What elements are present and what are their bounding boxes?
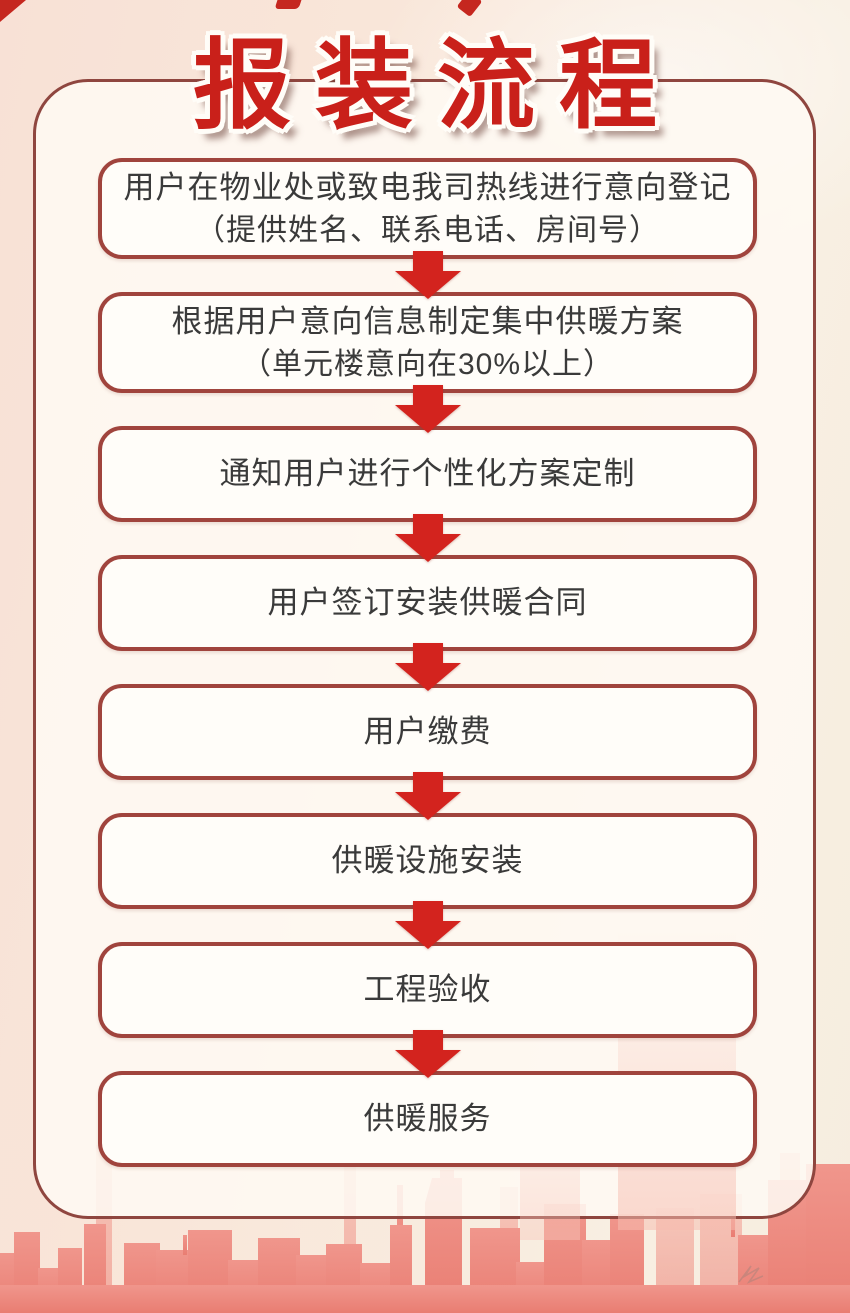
step-box: 供暖设施安装 <box>98 813 757 909</box>
arrow-down-icon <box>394 514 461 562</box>
step-box: 用户缴费 <box>98 684 757 780</box>
step-text: 用户在物业处或致电我司热线进行意向登记 <box>123 169 732 205</box>
arrow-down-icon <box>394 385 461 433</box>
arrow-down-icon <box>394 251 461 299</box>
flow-arrow-gap <box>98 251 757 299</box>
step-subtext: （提供姓名、联系电话、房间号） <box>195 213 660 247</box>
arrow-down-icon <box>394 1030 461 1078</box>
flow-arrow-gap <box>98 772 757 820</box>
step-text: 供暖设施安装 <box>331 843 524 878</box>
step-subtext: （单元楼意向在30%以上） <box>240 347 615 381</box>
arrow-down-icon <box>394 901 461 949</box>
flow-arrow-gap <box>98 901 757 949</box>
watermark-scribble <box>738 1265 764 1284</box>
flow-arrow-gap <box>98 1030 757 1078</box>
step-box: 用户签订安装供暖合同 <box>98 555 757 651</box>
step-box: 通知用户进行个性化方案定制 <box>98 426 757 522</box>
flow-arrow-gap <box>98 643 757 691</box>
step-text: 用户缴费 <box>363 714 492 749</box>
arrow-down-icon <box>394 643 461 691</box>
flow-arrow-gap <box>98 385 757 433</box>
flow-arrow-gap <box>98 514 757 562</box>
flow: 用户在物业处或致电我司热线进行意向登记 （提供姓名、联系电话、房间号） 根据用户… <box>98 158 757 1167</box>
page-title: 报装流程 <box>192 30 681 140</box>
step-text: 用户签订安装供暖合同 <box>267 585 588 620</box>
step-text: 工程验收 <box>363 972 492 1007</box>
step-text: 供暖服务 <box>363 1101 492 1136</box>
step-box: 根据用户意向信息制定集中供暖方案 （单元楼意向在30%以上） <box>98 292 757 393</box>
arrow-down-icon <box>394 772 461 820</box>
step-box: 工程验收 <box>98 942 757 1038</box>
step-text: 通知用户进行个性化方案定制 <box>219 456 636 491</box>
step-box: 用户在物业处或致电我司热线进行意向登记 （提供姓名、联系电话、房间号） <box>98 158 757 259</box>
step-box: 供暖服务 <box>98 1071 757 1167</box>
step-text: 根据用户意向信息制定集中供暖方案 <box>171 303 684 339</box>
